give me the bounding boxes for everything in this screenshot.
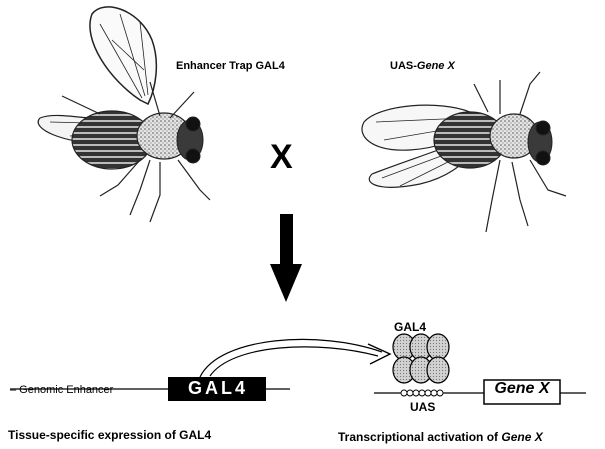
parent-gal4-label: Enhancer Trap GAL4: [176, 60, 285, 72]
fly-right-illustration: [362, 72, 566, 232]
gal4-gene-label: GAL4: [170, 376, 266, 400]
uas-label: UAS: [410, 400, 435, 414]
fly-left-illustration: [38, 7, 210, 222]
caption-tissue-specific: Tissue-specific expression of GAL4: [8, 428, 211, 442]
expression-arrow: [200, 339, 390, 377]
cross-symbol: X: [270, 138, 293, 177]
cross-result-arrow: [270, 214, 302, 302]
caption-right-gene: Gene X: [501, 430, 542, 444]
gene-x-label: Gene X: [484, 380, 560, 398]
parent-uas-prefix: UAS-: [390, 60, 417, 72]
gal4-protein-label: GAL4: [394, 320, 426, 334]
uas-sites: [401, 390, 443, 396]
parent-uas-gene: Gene X: [417, 60, 455, 72]
caption-right-prefix: Transcriptional activation of: [338, 430, 501, 444]
genomic-enhancer-label: – Genomic Enhancer: [10, 384, 113, 396]
gal4-protein-complex: [393, 334, 449, 383]
caption-transcriptional-activation: Transcriptional activation of Gene X: [338, 430, 543, 444]
parent-uas-label: UAS-Gene X: [390, 60, 455, 72]
